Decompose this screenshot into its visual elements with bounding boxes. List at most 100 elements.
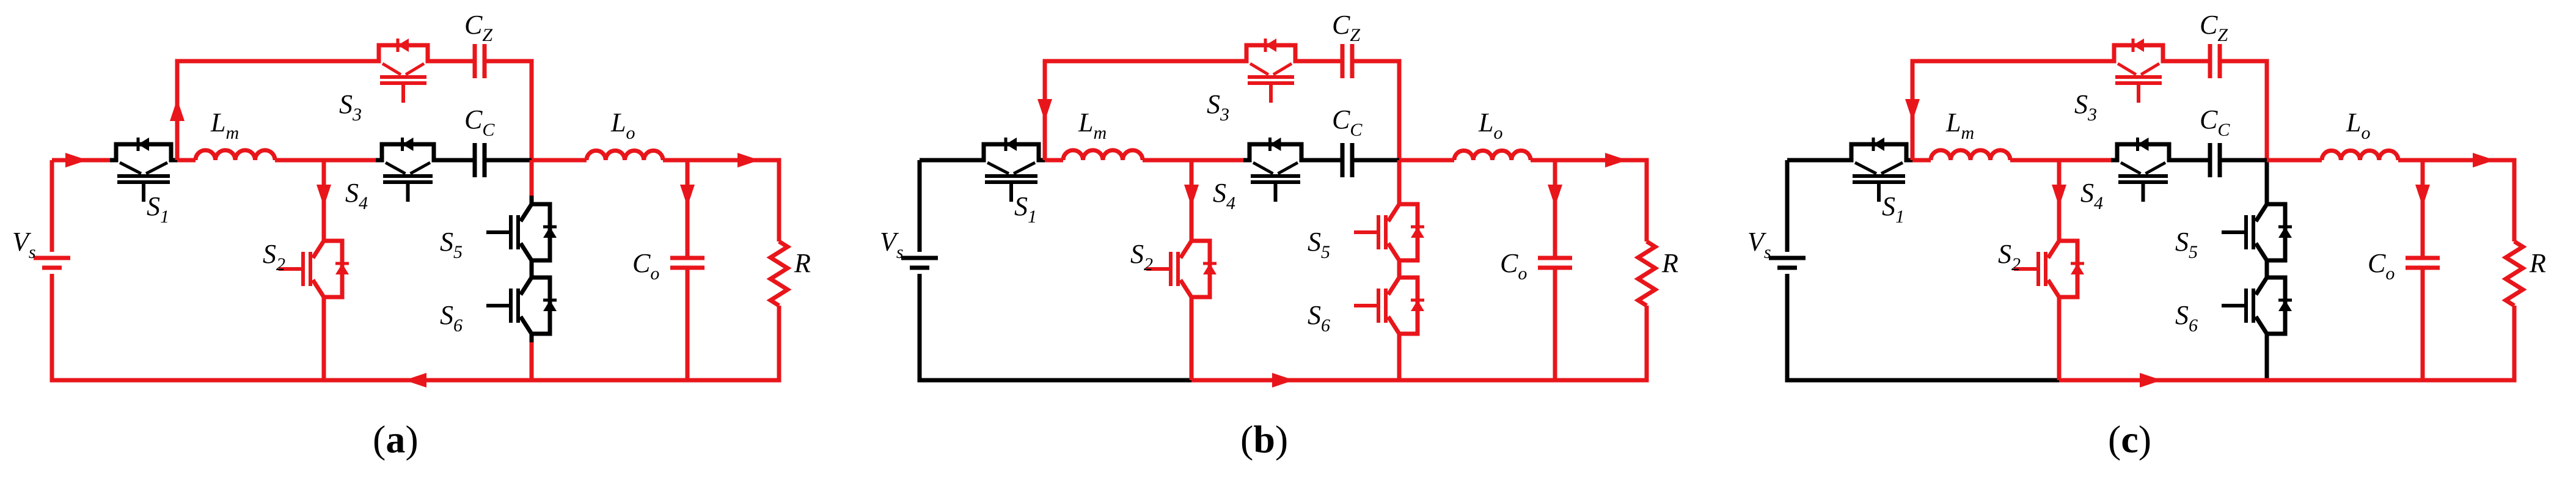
switch-s6 <box>486 269 557 342</box>
label-s4: S4 <box>1213 178 1235 213</box>
wire-cz-node <box>485 59 534 160</box>
arrow-co <box>2415 185 2430 207</box>
label-co: Co <box>2368 248 2395 284</box>
switch-s3 <box>1240 39 1301 103</box>
label-s2: S2 <box>1998 239 2021 274</box>
wire-cz-node <box>1352 59 1402 160</box>
wire-r-bottom <box>1399 306 1649 383</box>
source-vs <box>901 256 938 270</box>
label-cc: CC <box>1332 105 1363 140</box>
resistor-r <box>1634 240 1659 307</box>
switch-s3 <box>373 39 434 103</box>
arrow-bottom <box>1272 373 1294 388</box>
wire-clamp-left <box>1042 59 1240 160</box>
capacitor-cc <box>1340 143 1355 177</box>
arrow-co <box>1548 185 1562 207</box>
switch-s2 <box>1146 232 1217 306</box>
wire-source-bottom <box>49 274 324 383</box>
capacitor-cc <box>472 143 487 177</box>
label-cc: CC <box>464 105 495 140</box>
capacitor-cz <box>1340 44 1355 78</box>
arrow-clamp <box>1037 99 1052 121</box>
label-s1: S1 <box>147 191 169 227</box>
switch-s1 <box>978 138 1045 202</box>
label-cz: CZ <box>464 10 492 45</box>
switch-s4 <box>376 138 440 202</box>
arrow-s2 <box>2052 185 2066 207</box>
switch-s1 <box>110 138 177 202</box>
label-s4: S4 <box>345 178 368 213</box>
wire-lo-r <box>663 158 781 241</box>
capacitor-co <box>1538 256 1572 270</box>
inductor-lo <box>2319 148 2401 161</box>
wire-r-bottom <box>532 306 781 383</box>
label-s1: S1 <box>1014 191 1037 227</box>
caption-b: (b) <box>1240 417 1288 461</box>
wire-cz-node <box>2220 59 2269 160</box>
arrow-clamp <box>1905 99 1920 121</box>
wire-lo-r <box>2398 158 2517 241</box>
wire-source-bottom <box>1785 274 2059 383</box>
label-s4: S4 <box>2080 178 2103 213</box>
capacitor-co <box>2406 256 2440 270</box>
label-s2: S2 <box>263 239 285 274</box>
wire-lo-r <box>1531 158 1649 241</box>
arrow-co <box>680 185 695 207</box>
label-s5: S5 <box>1308 227 1330 262</box>
label-s3: S3 <box>1207 89 1229 125</box>
switch-s2 <box>2014 232 2084 306</box>
switch-s6 <box>1354 269 1424 342</box>
resistor-r <box>2501 240 2527 307</box>
label-r: R <box>1661 248 1678 278</box>
label-s2: S2 <box>1130 239 1153 274</box>
capacitor-cz <box>2208 44 2222 78</box>
label-s6: S6 <box>440 300 463 336</box>
arrow-output <box>2473 153 2495 167</box>
capacitor-cc <box>2208 143 2222 177</box>
label-lo: Lo <box>610 108 635 143</box>
arrow-output <box>1605 153 1627 167</box>
switch-s4 <box>2111 138 2175 202</box>
label-vs: Vs <box>1747 227 1771 262</box>
label-s3: S3 <box>339 89 362 125</box>
caption-a: (a) <box>373 417 419 461</box>
label-s1: S1 <box>1882 191 1905 227</box>
caption-c: (c) <box>2108 417 2151 461</box>
inductor-lm <box>1928 148 2013 161</box>
source-vs <box>1769 256 1806 270</box>
wire-source-bottom <box>917 274 1191 383</box>
switch-s4 <box>1243 138 1308 202</box>
label-r: R <box>794 248 811 278</box>
label-cz: CZ <box>1332 10 1360 45</box>
label-s3: S3 <box>2074 89 2097 125</box>
inductor-lo <box>584 148 665 161</box>
label-lo: Lo <box>1478 108 1502 143</box>
label-s6: S6 <box>1308 300 1330 336</box>
label-lm: Lm <box>1945 108 1974 143</box>
label-s5: S5 <box>2175 227 2198 262</box>
wire-clamp-left <box>175 59 373 160</box>
resistor-r <box>766 240 792 307</box>
switch-s5 <box>1354 196 1424 269</box>
label-lm: Lm <box>1078 108 1107 143</box>
switch-s6 <box>2222 269 2292 342</box>
label-s5: S5 <box>440 227 463 262</box>
wire-r-bottom <box>2267 306 2517 383</box>
label-cc: CC <box>2200 105 2230 140</box>
switch-s3 <box>2108 39 2169 103</box>
source-vs <box>34 256 70 270</box>
label-cz: CZ <box>2200 10 2228 45</box>
label-s6: S6 <box>2175 300 2198 336</box>
arrow-bottom <box>2140 373 2162 388</box>
inductor-lm <box>1061 148 1145 161</box>
switch-s5 <box>486 196 557 269</box>
label-r: R <box>2529 248 2546 278</box>
arrow-source <box>65 153 87 167</box>
switch-s2 <box>279 232 349 306</box>
arrow-bottom <box>404 373 426 388</box>
switch-s5 <box>2222 196 2292 269</box>
